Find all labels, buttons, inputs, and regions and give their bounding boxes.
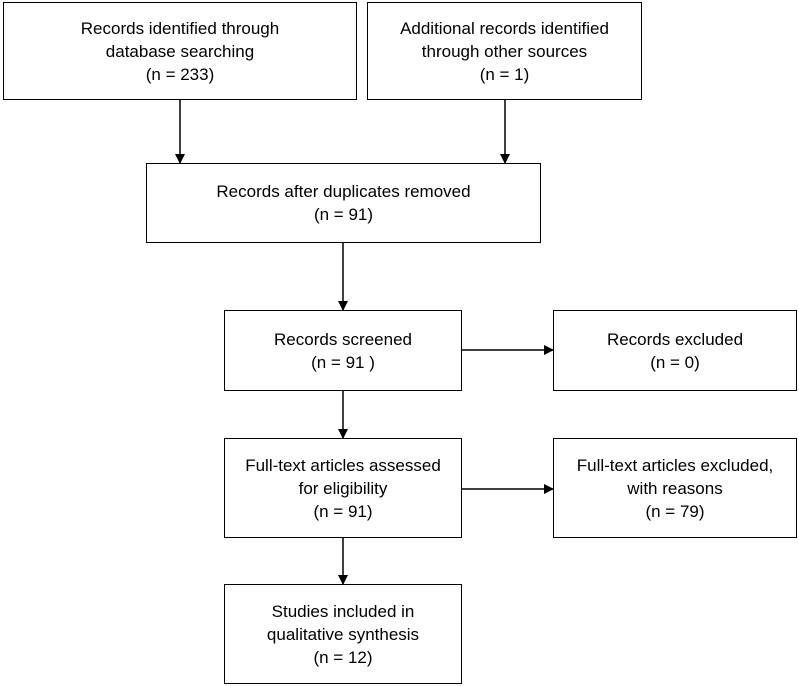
box-text-line: Records identified through [80,18,280,38]
box-text-line: Full-text articles excluded, [576,455,774,475]
box-text-line: database searching [105,41,255,61]
box-text-line: through other sources [421,41,588,61]
studies-included-box: Studies included in qualitative synthesi… [224,584,462,684]
box-text-line: for eligibility [298,478,388,498]
box-text-line: qualitative synthesis [266,624,420,644]
box-text-line: (n = 91) [313,501,373,521]
box-text-line: with reasons [627,478,723,498]
box-text-line: Records excluded [606,329,744,349]
box-text-line: Studies included in [271,601,415,621]
box-text-line: Records after duplicates removed [216,182,471,201]
box-text-line: Records screened [274,329,412,349]
box-text-line: (n = 91 ) [311,352,375,372]
fulltext-assessed-box: Full-text articles assessed for eligibil… [224,438,462,538]
box-text-line: (n = 12) [313,647,373,667]
records-identified-database-box: Records identified through database sear… [3,2,357,100]
box-text-line: (n = 1) [479,64,530,84]
records-screened-box: Records screened (n = 91 ) [224,310,462,391]
box-text-line: (n = 79) [645,501,705,521]
box-text-line: Full-text articles assessed [245,455,441,475]
box-text-line: (n = 233) [145,64,215,84]
fulltext-excluded-box: Full-text articles excluded, with reason… [553,438,797,538]
box-text-line: Additional records identified [400,18,609,38]
records-excluded-box: Records excluded (n = 0) [553,310,797,391]
records-identified-other-box: Additional records identified through ot… [367,2,642,100]
box-text-line: (n = 91) [313,205,374,224]
box-text-line: (n = 0) [650,352,700,372]
records-after-duplicates-box: Records after duplicates removed (n = 91… [146,163,541,243]
